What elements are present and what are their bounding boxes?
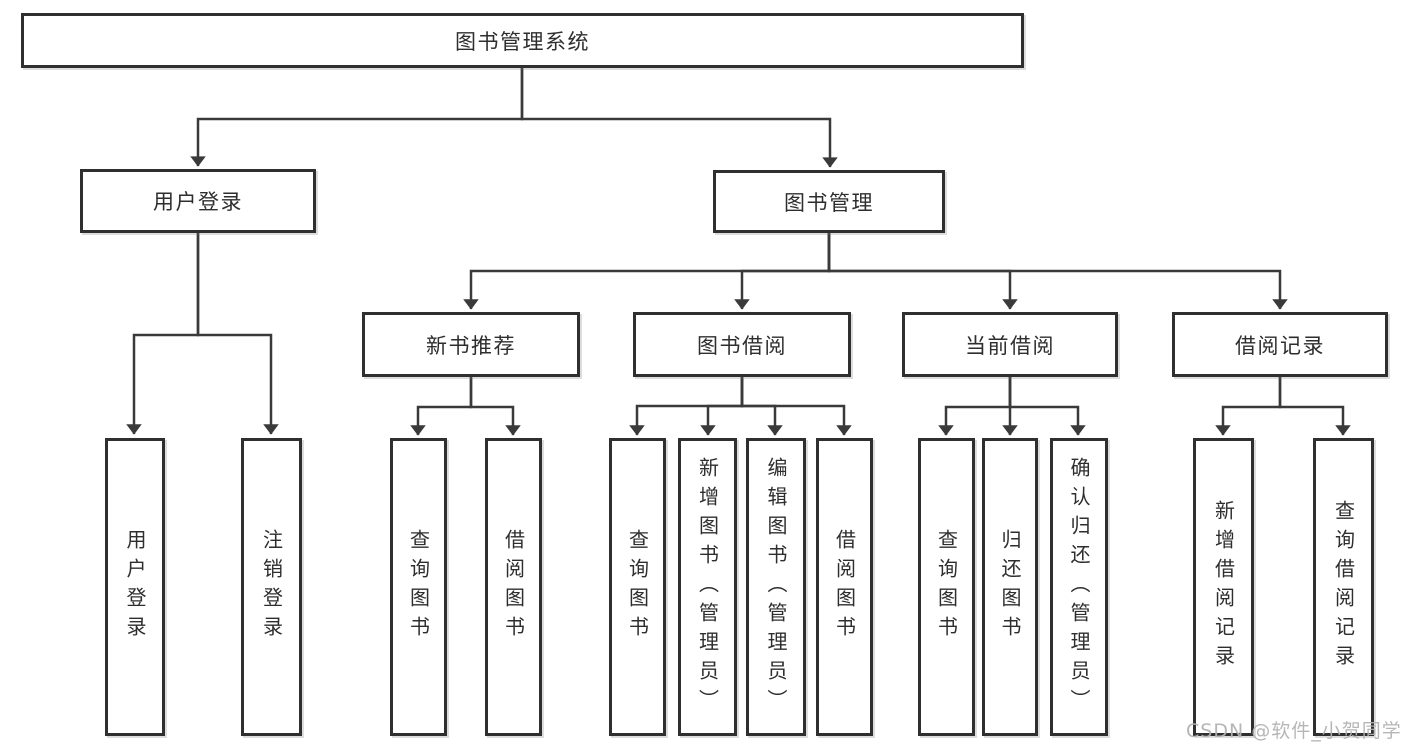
node-root-label: 图书管理系统	[455, 29, 590, 54]
leaf-add-borrow-record: 新增借阅记录	[1193, 438, 1254, 736]
leaf-query-books-1: 查询图书	[390, 438, 447, 736]
leaf-borrow-books-2-label: 借阅图书	[832, 529, 857, 645]
leaf-confirm-return-admin: 确认归还（管理员）	[1050, 438, 1108, 736]
leaf-logout-label: 注销登录	[259, 529, 284, 645]
leaf-confirm-return-admin-label: 确认归还（管理员）	[1067, 456, 1091, 718]
leaf-query-books-1-label: 查询图书	[406, 529, 431, 645]
node-current-borrow: 当前借阅	[902, 312, 1118, 377]
leaf-query-books-2-label: 查询图书	[625, 529, 650, 645]
leaf-edit-books-admin: 编辑图书（管理员）	[746, 438, 806, 736]
node-new-book-recommend-label: 新书推荐	[426, 333, 516, 358]
node-book-management-label: 图书管理	[784, 190, 874, 215]
leaf-query-books-3-label: 查询图书	[934, 529, 959, 645]
leaf-borrow-books-2: 借阅图书	[816, 438, 873, 736]
leaf-add-borrow-record-label: 新增借阅记录	[1211, 500, 1236, 674]
leaf-borrow-books-1-label: 借阅图书	[501, 529, 526, 645]
leaf-add-books-admin: 新增图书（管理员）	[678, 438, 737, 736]
leaf-add-books-admin-label: 新增图书（管理员）	[695, 456, 720, 718]
leaf-edit-books-admin-label: 编辑图书（管理员）	[764, 456, 788, 718]
node-root: 图书管理系统	[21, 13, 1024, 68]
leaf-user-login-label: 用户登录	[123, 529, 147, 645]
node-current-borrow-label: 当前借阅	[965, 333, 1055, 358]
node-borrow-records-label: 借阅记录	[1235, 333, 1325, 358]
leaf-user-login: 用户登录	[105, 438, 165, 736]
leaf-return-books: 归还图书	[982, 438, 1038, 736]
node-new-book-recommend: 新书推荐	[362, 312, 580, 377]
node-book-borrow: 图书借阅	[633, 312, 851, 377]
leaf-borrow-books-1: 借阅图书	[485, 438, 542, 736]
leaf-query-borrow-record-label: 查询借阅记录	[1331, 500, 1356, 674]
leaf-query-books-3: 查询图书	[918, 438, 975, 736]
node-borrow-records: 借阅记录	[1172, 312, 1388, 377]
csdn-watermark: CSDN @软件_小贺同学	[1186, 720, 1402, 742]
leaf-return-books-label: 归还图书	[998, 529, 1022, 645]
leaf-logout: 注销登录	[241, 438, 302, 736]
node-user-login-label: 用户登录	[153, 190, 243, 214]
node-book-management: 图书管理	[713, 170, 945, 233]
node-user-login: 用户登录	[80, 169, 316, 233]
leaf-query-books-2: 查询图书	[609, 438, 666, 736]
leaf-query-borrow-record: 查询借阅记录	[1313, 438, 1374, 736]
node-book-borrow-label: 图书借阅	[697, 333, 787, 358]
